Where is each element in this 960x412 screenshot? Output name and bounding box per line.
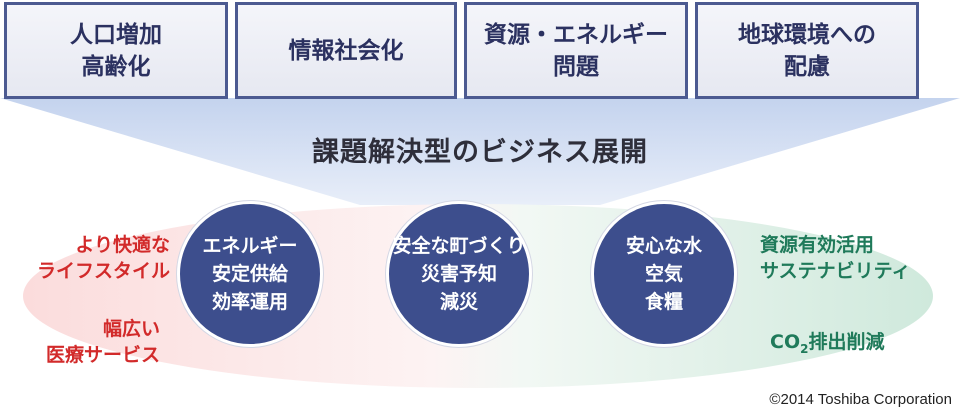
- co2-suffix: 排出削減: [808, 331, 885, 353]
- circle-safety: 安全な町づくり 災害予知 減災: [386, 201, 532, 347]
- issue-box-population: 人口増加 高齢化: [4, 2, 228, 99]
- left-label-medical: 幅広い 医療サービス: [46, 316, 160, 368]
- copyright-notice: ©2014 Toshiba Corporation: [769, 391, 952, 408]
- left-label-line: 医療サービス: [45, 344, 160, 366]
- issue-box-resources: 資源・エネルギー 問題: [464, 2, 688, 99]
- circle-line: 食糧: [644, 291, 683, 313]
- right-label-line: 資源有効活用: [760, 234, 875, 256]
- circle-line: 災害予知: [420, 263, 497, 285]
- left-label-line: 幅広い: [102, 318, 160, 340]
- issue-box-line: 問題: [553, 53, 599, 80]
- issue-box-information: 情報社会化: [235, 2, 457, 99]
- circle-line: 安全な町づくり: [392, 235, 526, 257]
- circle-energy: エネルギー 安定供給 効率運用: [177, 201, 323, 347]
- co2-prefix: CO: [770, 331, 801, 353]
- right-label-sustainability: 資源有効活用 サステナビリティ: [760, 232, 910, 284]
- issue-box-line: 資源・エネルギー: [484, 21, 668, 48]
- banner-title: 課題解決型のビジネス展開: [312, 137, 648, 168]
- circle-line: 減災: [439, 291, 478, 313]
- circle-line: 空気: [644, 263, 683, 285]
- issue-box-line: 情報社会化: [288, 37, 404, 64]
- circle-line: 安定供給: [211, 263, 288, 285]
- circle-line: 効率運用: [211, 291, 288, 313]
- issue-box-line: 人口増加: [70, 21, 162, 48]
- issue-box-line: 配慮: [784, 53, 830, 80]
- circle-line: 安心な水: [625, 235, 702, 257]
- circle-water: 安心な水 空気 食糧: [591, 201, 737, 347]
- left-label-lifestyle: より快適な ライフスタイル: [37, 232, 170, 284]
- right-label-line: サステナビリティ: [760, 260, 911, 282]
- left-label-line: ライフスタイル: [36, 260, 170, 282]
- right-label-co2: CO2排出削減: [770, 329, 884, 362]
- issue-box-environment: 地球環境への 配慮: [695, 2, 919, 99]
- issue-box-line: 高齢化: [81, 53, 151, 80]
- circle-line: エネルギー: [202, 235, 298, 257]
- left-label-line: より快適な: [75, 234, 170, 256]
- issue-box-line: 地球環境への: [738, 21, 876, 48]
- co2-subscript: 2: [800, 341, 809, 356]
